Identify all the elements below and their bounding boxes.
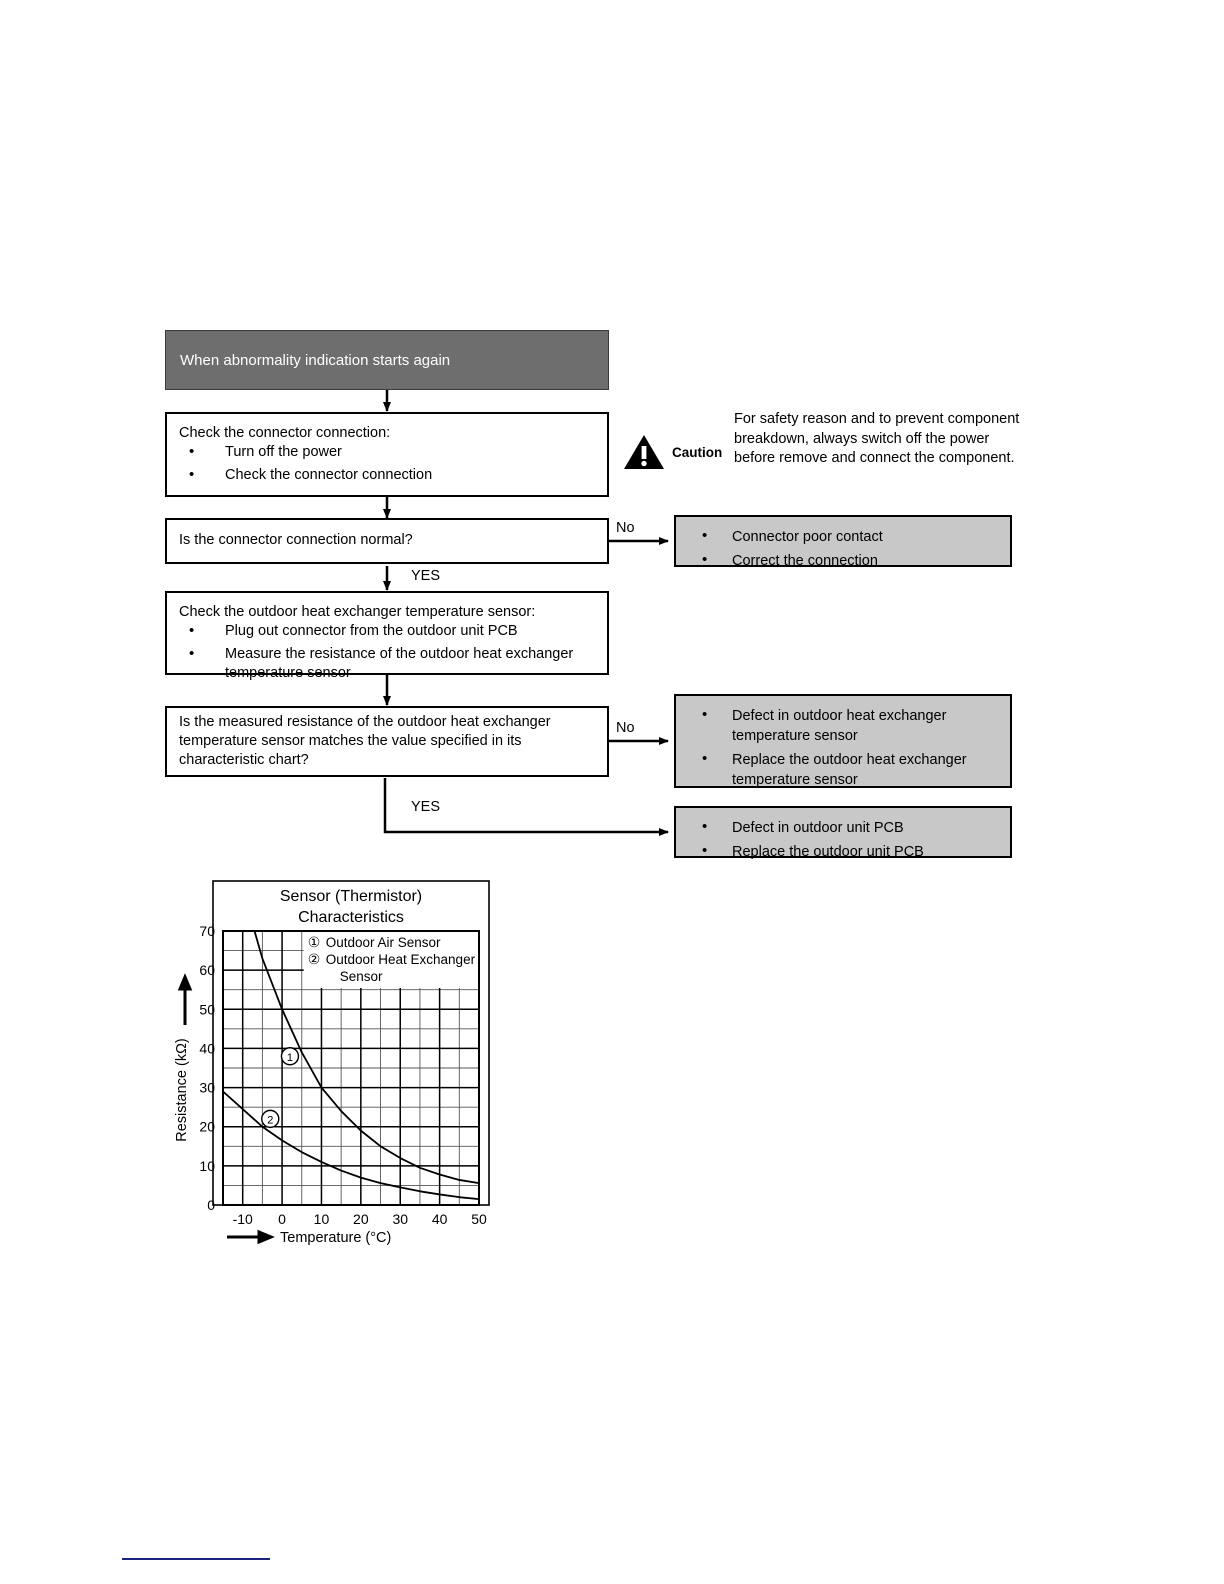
step2-bullets: Plug out connector from the outdoor unit… [179,621,595,684]
y-tick-label: 60 [199,962,215,978]
x-tick-label: 40 [432,1211,448,1227]
chart-title-line2: Characteristics [298,909,404,926]
result-sensor-defect-box: Defect in outdoor heat exchanger tempera… [674,694,1012,788]
series-marker-circle-2 [261,1109,280,1129]
y-tick-label: 30 [199,1080,215,1096]
step1-bullet-1: Turn off the power [179,442,595,462]
step1-bullets: Turn off the power Check the connector c… [179,442,595,485]
x-tick-label: 10 [314,1211,330,1227]
x-tick-label: 0 [278,1211,286,1227]
edge-label-q1-yes: YES [411,568,441,584]
y-axis-label: Resistance (kΩ) [174,1038,190,1142]
result-connector-poor-contact-box: Connector poor contact Correct the conne… [674,515,1012,571]
question1-label: Is the connector connection normal? [179,532,413,549]
x-tick-label: -10 [233,1211,253,1227]
x-axis-arrow-icon [227,1229,275,1245]
edge-label-q2-no: No [616,720,635,736]
warning-triangle-icon [624,435,664,469]
x-axis-label: Temperature (°C) [280,1230,391,1246]
result-pcb-defect-box: Defect in outdoor unit PCB Replace the o… [674,806,1012,862]
y-tick-label: 10 [199,1158,215,1174]
x-tick-label: 20 [353,1211,369,1227]
y-tick-label: 70 [199,923,215,939]
legend-label-1: Outdoor Air Sensor [326,935,441,950]
legend-marker-2: ② [308,952,321,968]
caution-note: Caution For safety reason and to prevent… [622,410,1022,500]
caution-label: Caution [672,444,723,460]
result2-bullet-2: Replace the outdoor heat exchanger tempe… [688,749,998,790]
series-marker-label-2: 2 [267,1114,273,1126]
chart-series-curve-2 [222,1090,480,1201]
result3-bullet-2: Replace the outdoor unit PCB [688,841,998,862]
y-tick-label: 40 [199,1040,215,1056]
result3-bullet-1: Defect in outdoor unit PCB [688,817,998,838]
step1-title: Check the connector connection: [179,425,391,441]
plot-border [222,930,480,1206]
question2-label: Is the measured resistance of the outdoo… [179,713,551,769]
result1-bullets: Connector poor contact Correct the conne… [688,526,998,571]
flow-header-box: When abnormality indication starts again [165,330,609,390]
chart-legend-background [303,932,478,988]
footer-rule [122,1558,270,1560]
series-marker-circle-1 [280,1047,300,1066]
result1-bullet-1: Connector poor contact [688,526,998,547]
thermistor-characteristics-chart: Sensor (Thermistor) Characteristics ① Outdo… [165,875,495,1255]
step-check-sensor-box: Check the outdoor heat exchanger tempera… [165,591,609,681]
x-tick-label: 30 [392,1211,408,1227]
result2-bullets: Defect in outdoor heat exchanger tempera… [688,705,998,790]
y-axis-arrow-icon [177,973,193,1025]
flow-header-label: When abnormality indication starts again [180,351,451,369]
chart-title-line1: Sensor (Thermistor) [280,888,422,905]
step2-bullet-1: Plug out connector from the outdoor unit… [179,621,595,641]
question-resistance-matches-box: Is the measured resistance of the outdoo… [165,706,609,777]
step2-title: Check the outdoor heat exchanger tempera… [179,604,536,620]
y-tick-label: 50 [199,1001,215,1017]
legend-marker-1: ① [308,935,321,951]
chart-series-curve-1 [253,930,480,1184]
step1-bullet-2: Check the connector connection [179,465,595,485]
result1-bullet-2: Correct the connection [688,550,998,571]
caution-sign: Caution [622,432,734,472]
x-tick-label: 50 [471,1211,487,1227]
series-marker-label-1: 1 [287,1052,293,1064]
step-check-connector-box: Check the connector connection: Turn off… [165,412,609,497]
step2-bullet-2: Measure the resistance of the outdoor he… [179,644,595,684]
legend-label-3: Sensor [340,969,383,984]
y-tick-label: 0 [207,1197,215,1213]
result2-bullet-1: Defect in outdoor heat exchanger tempera… [688,705,998,746]
caution-text: For safety reason and to prevent compone… [734,411,1020,467]
legend-label-2: Outdoor Heat Exchanger [326,952,476,967]
edge-label-q2-yes: YES [411,799,441,815]
y-tick-label: 20 [199,1119,215,1135]
edge-label-q1-no: No [616,520,635,536]
question-connector-normal-box: Is the connector connection normal? [165,518,609,564]
chart-frame [212,880,490,1206]
chart-svg: Sensor (Thermistor) Characteristics ① Outdo… [174,880,490,1246]
result3-bullets: Defect in outdoor unit PCB Replace the o… [688,817,998,862]
